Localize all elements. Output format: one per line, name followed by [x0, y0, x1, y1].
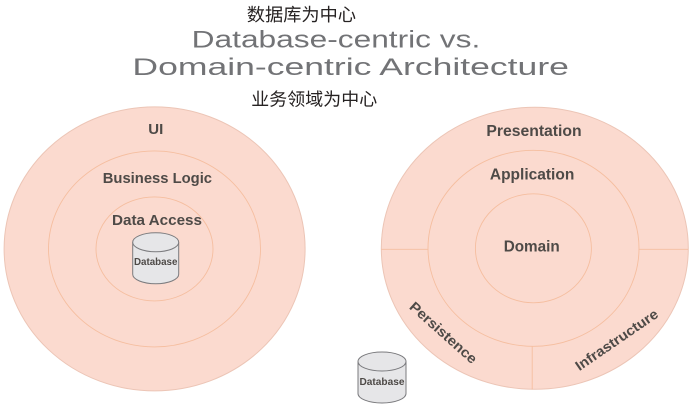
svg-text:Database-centric vs.: Database-centric vs.: [192, 26, 481, 53]
svg-text:Database: Database: [134, 257, 178, 268]
svg-text:UI: UI: [148, 121, 163, 138]
svg-text:Presentation: Presentation: [486, 123, 581, 140]
svg-text:Business Logic: Business Logic: [103, 170, 212, 187]
svg-text:Database: Database: [360, 376, 405, 388]
svg-text:Application: Application: [490, 166, 574, 183]
svg-text:Data Access: Data Access: [112, 212, 202, 229]
svg-text:Domain: Domain: [504, 238, 560, 255]
svg-text:Domain-centric Architecture: Domain-centric Architecture: [132, 54, 569, 81]
